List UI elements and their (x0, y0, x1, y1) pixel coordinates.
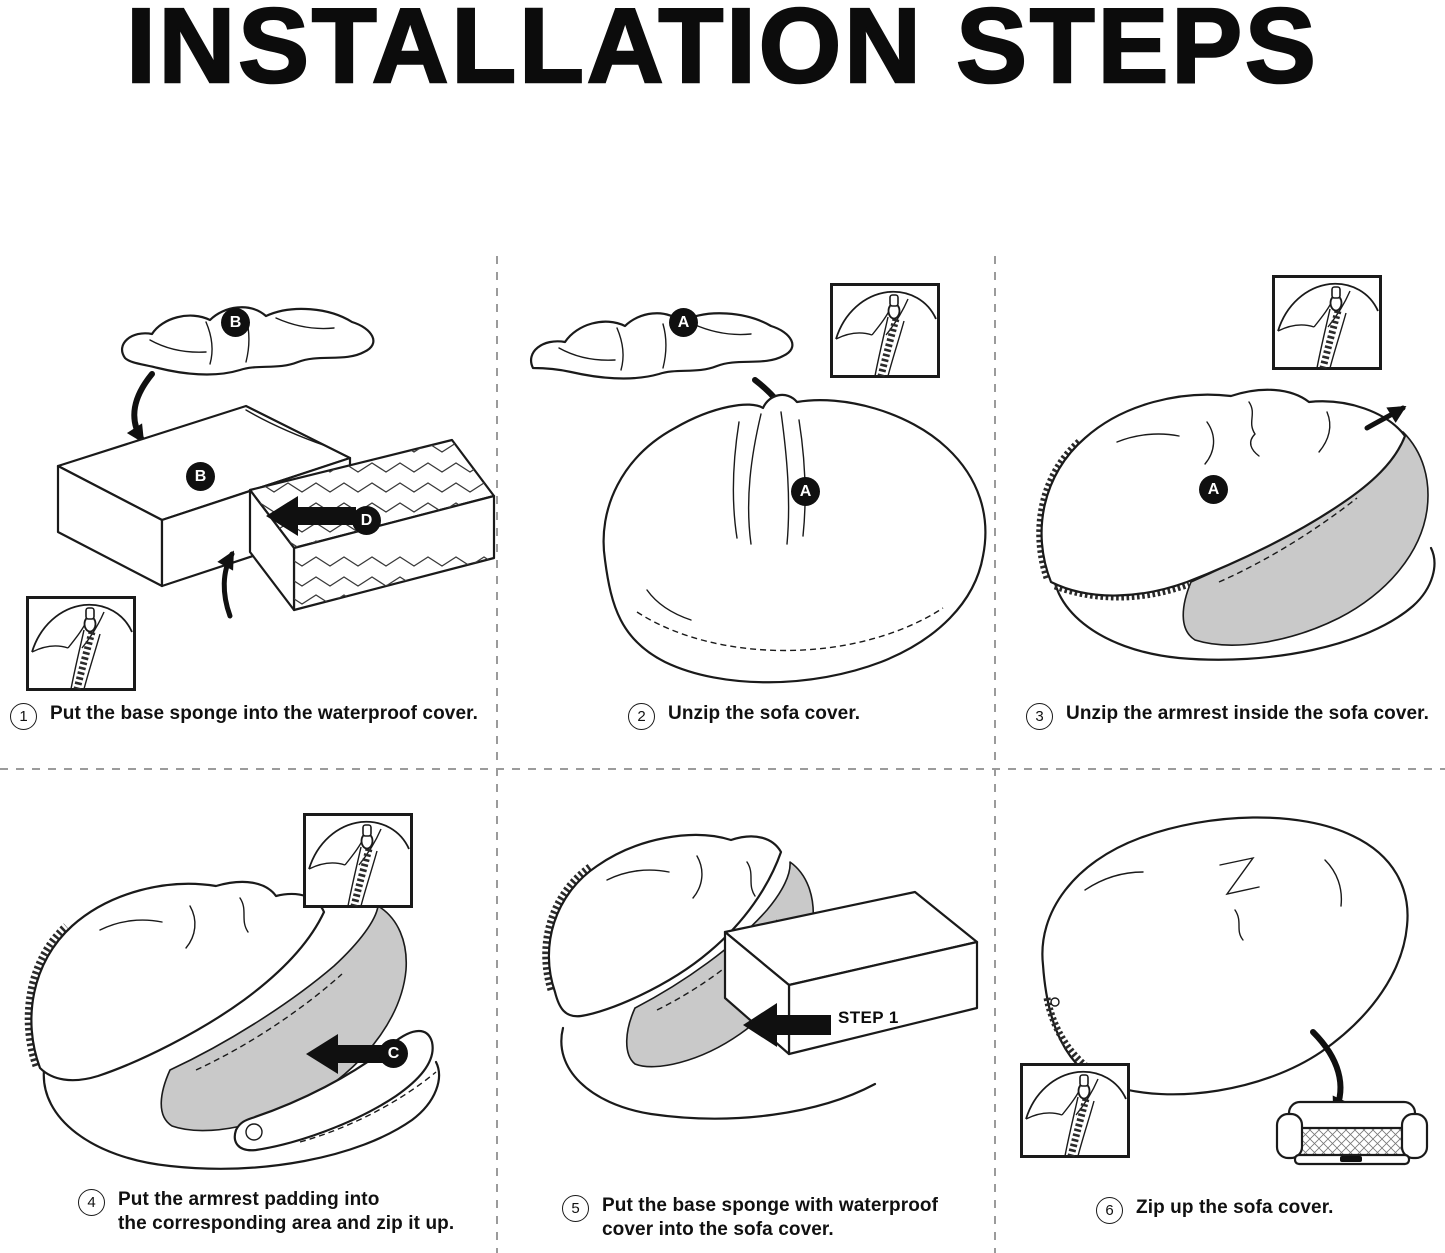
badge-cover-a: A (669, 308, 698, 337)
seam-dashed (195, 973, 343, 1071)
sofa-cover-zipped (1041, 816, 1409, 1096)
step-3-illustration (1036, 260, 1436, 661)
inner-fabric-panel (160, 905, 408, 1132)
zipper-inset (1022, 1065, 1129, 1157)
zipper-inset (28, 598, 135, 690)
badge-cover-b: B (221, 308, 250, 337)
step-5-illustration (542, 833, 979, 1120)
direction-arrow-out (1364, 405, 1407, 431)
step5-arrow-label: STEP 1 (838, 1008, 899, 1027)
insert-arrow-left (306, 1034, 398, 1074)
badge-base-b: B (186, 462, 215, 491)
step-1-number: 1 (10, 703, 37, 730)
step-1-illustration (0, 306, 496, 770)
divider-horizontal (0, 768, 1445, 770)
step-4-caption: 4 Put the armrest padding into the corre… (78, 1188, 454, 1235)
cover-flap-open (542, 833, 783, 1018)
cushion-base (1051, 546, 1436, 661)
step-5-text: Put the base sponge with waterproof cove… (602, 1195, 939, 1240)
badge-sofa-a: A (791, 477, 820, 506)
divider-vertical-2 (994, 256, 996, 1253)
direction-arrow-up (217, 550, 235, 619)
waterproof-cover-crumpled (121, 306, 375, 376)
step-6-caption: 6 Zip up the sofa cover. (1096, 1196, 1334, 1224)
step-4-text: Put the armrest padding into the corresp… (118, 1189, 455, 1234)
zipper-inset (1274, 277, 1381, 369)
zipper-inset (832, 285, 939, 377)
step-2-caption: 2 Unzip the sofa cover. (628, 702, 860, 730)
insert-arrow-left (266, 496, 356, 536)
step-3-text: Unzip the armrest inside the sofa cover. (1066, 703, 1429, 724)
sofa-cover (602, 393, 987, 684)
page-title: INSTALLATION STEPS (125, 0, 1319, 106)
step-3-caption: 3 Unzip the armrest inside the sofa cove… (1026, 702, 1429, 730)
step-6-illustration (995, 816, 1429, 1166)
finished-sofa-bed (1275, 1100, 1429, 1166)
insert-arrow-left (743, 1003, 831, 1047)
step-1-caption: 1 Put the base sponge into the waterproo… (10, 702, 478, 730)
badge-arrow-c: C (379, 1039, 408, 1068)
cushion-base (42, 1060, 441, 1170)
direction-arrow-down (126, 371, 155, 444)
step-4-illustration (24, 770, 441, 1170)
step-2-number: 2 (628, 703, 655, 730)
divider-vertical-1 (496, 256, 498, 1253)
step-5-caption: 5 Put the base sponge with waterproof co… (562, 1194, 938, 1241)
seam-dashed (1218, 497, 1358, 583)
badge-armrest-a: A (1199, 475, 1228, 504)
step-6-text: Zip up the sofa cover. (1136, 1197, 1334, 1218)
cushion-base (560, 1026, 877, 1120)
step-3-number: 3 (1026, 703, 1053, 730)
step-1-text: Put the base sponge into the waterproof … (50, 703, 478, 724)
zipper-inset (305, 815, 412, 907)
badge-arrow-d: D (352, 506, 381, 535)
brand-logo (1340, 1156, 1362, 1162)
step-4-number: 4 (78, 1189, 105, 1216)
cover-flap-crumpled (530, 312, 794, 380)
step-2-illustration (530, 260, 987, 684)
step-2-text: Unzip the sofa cover. (668, 703, 861, 724)
step-6-number: 6 (1096, 1197, 1123, 1224)
step-5-number: 5 (562, 1195, 589, 1222)
